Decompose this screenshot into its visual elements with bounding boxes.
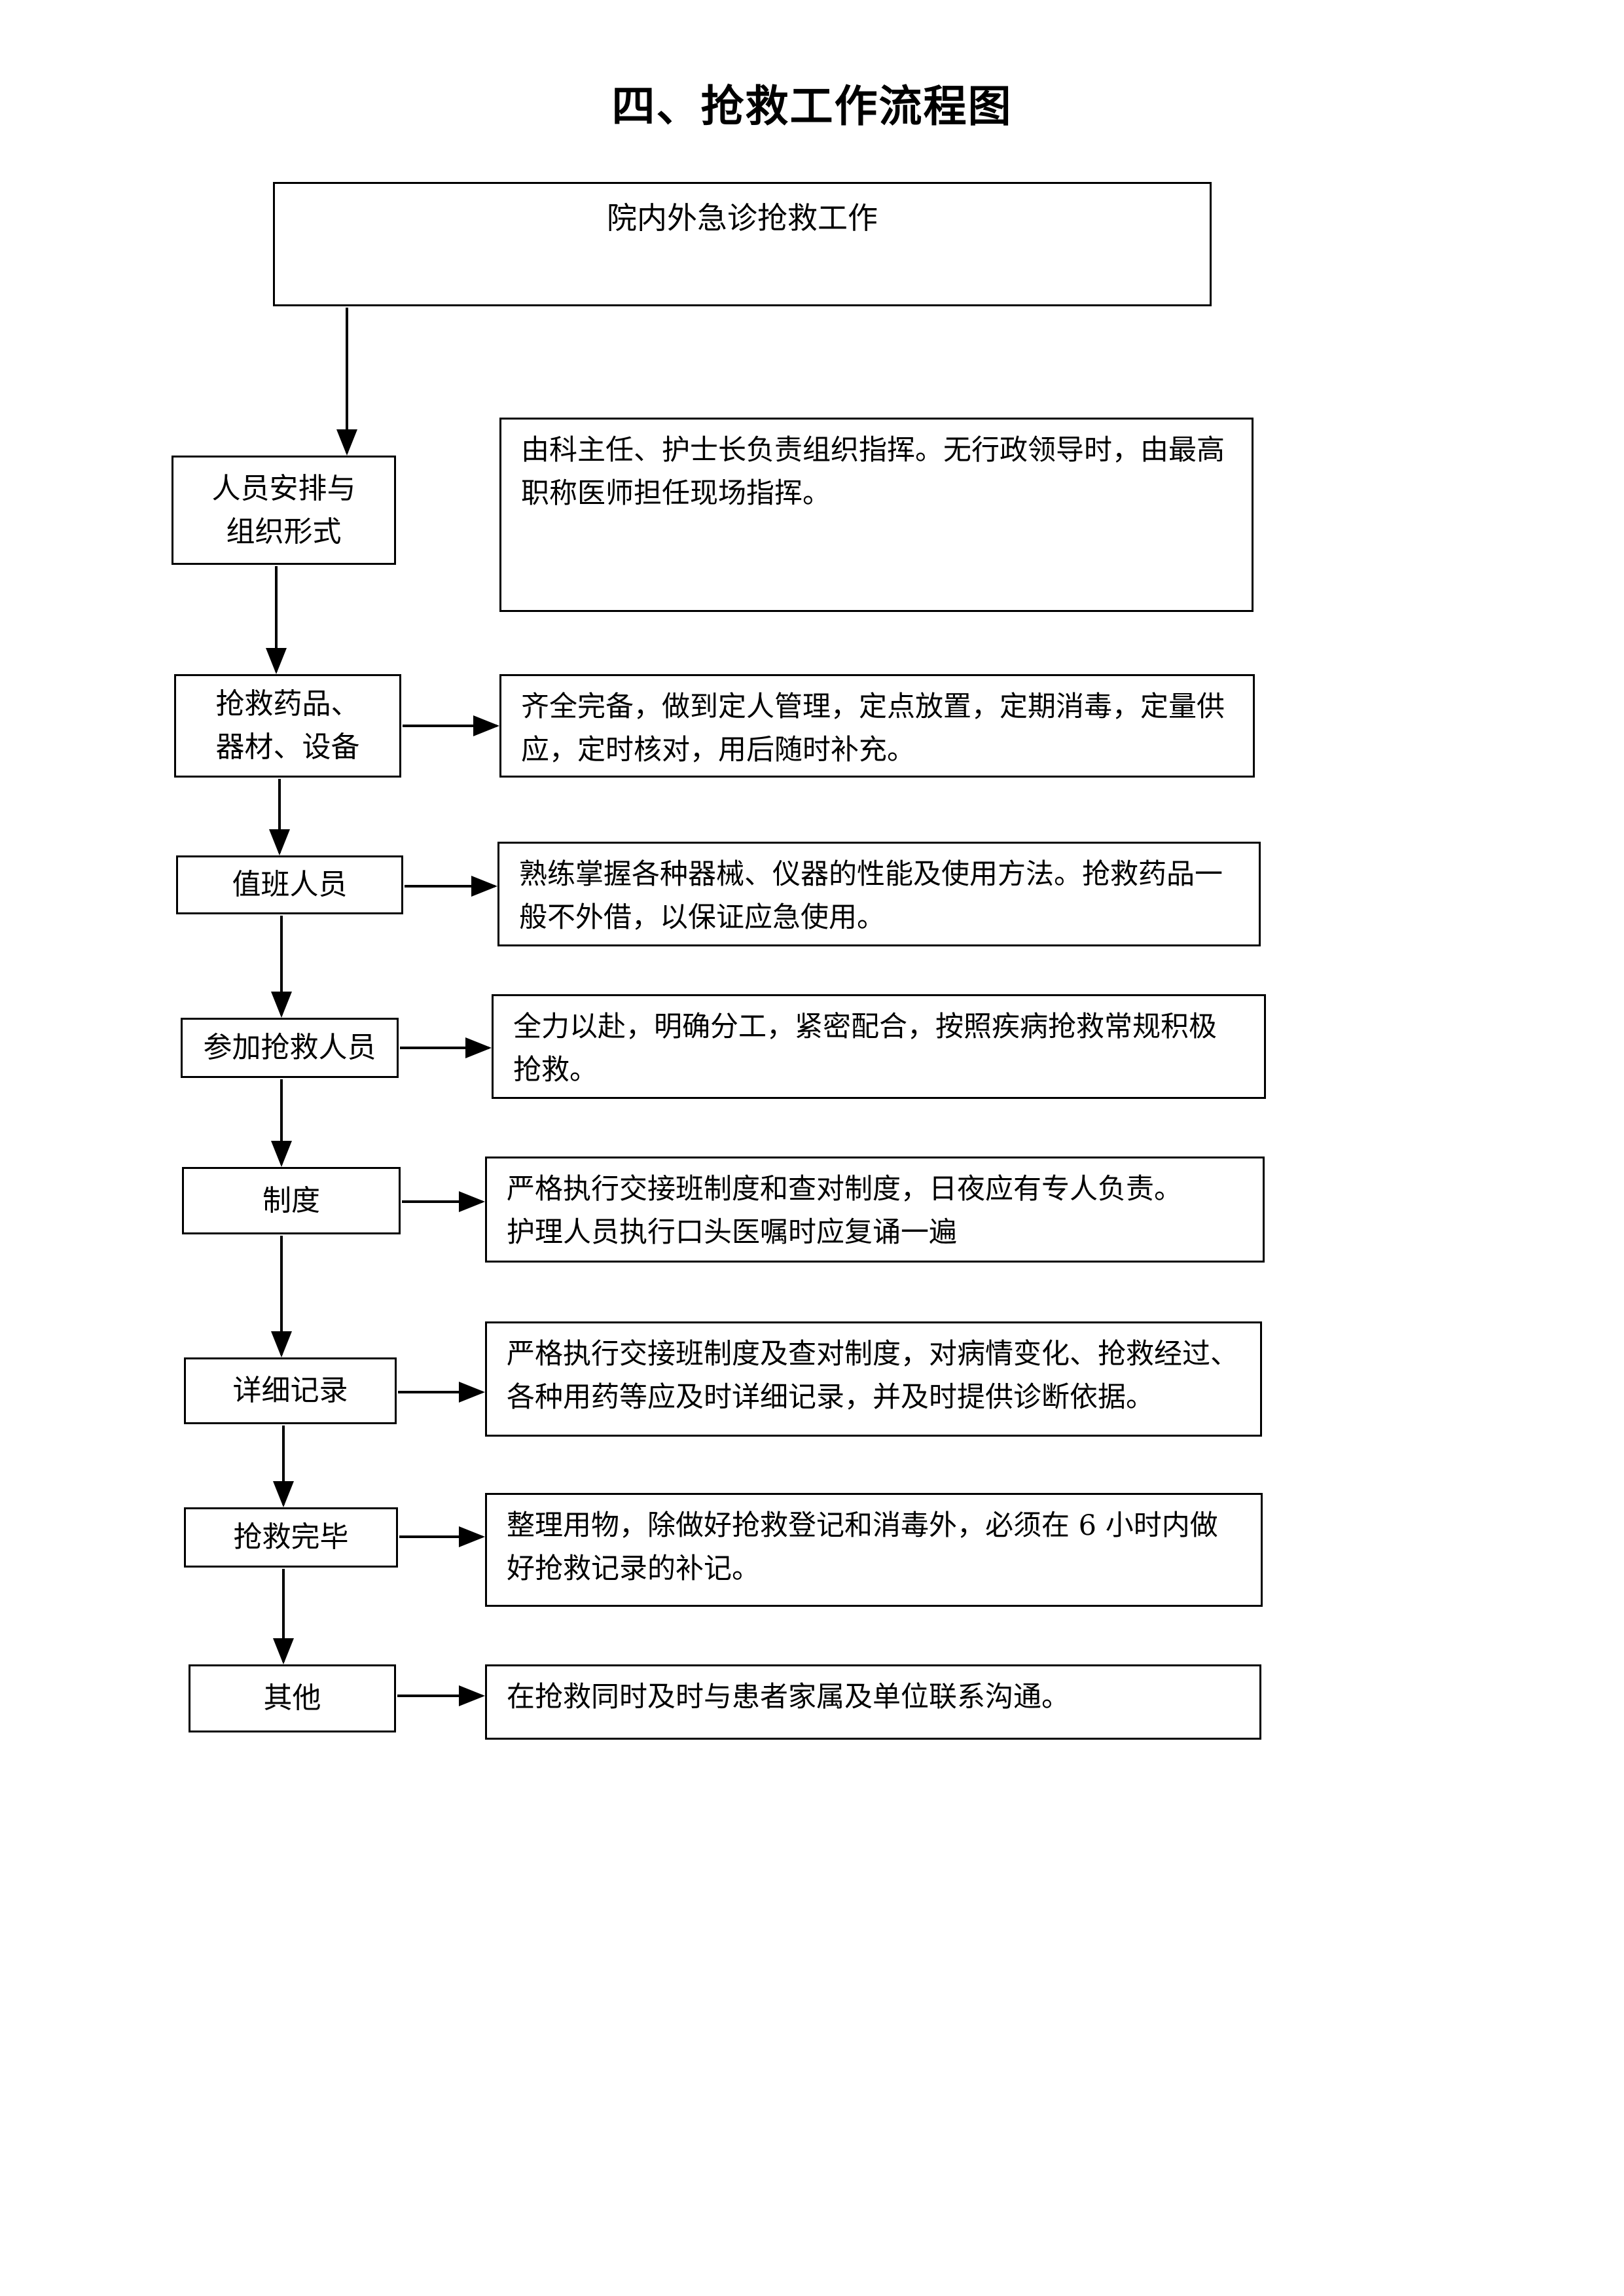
step-desc-line: 由科主任、护士长负责组织指挥。无行政领导时，由最高 bbox=[521, 434, 1225, 467]
step-desc-box: 熟练掌握各种器械、仪器的性能及使用方法。抢救药品一 般不外借，以保证应急使用。 bbox=[497, 842, 1261, 946]
step-label-line: 参加抢救人员 bbox=[203, 1031, 376, 1064]
step-label-box: 抢救药品、器材、设备 bbox=[174, 674, 401, 778]
step-desc-line: 严格执行交接班制度及查对制度，对病情变化、抢救经过、 bbox=[507, 1338, 1238, 1371]
step-label-line: 详细记录 bbox=[232, 1374, 348, 1407]
step-desc-box: 在抢救同时及时与患者家属及单位联系沟通。 bbox=[485, 1664, 1261, 1740]
step-desc-line: 整理用物，除做好抢救登记和消毒外，必须在 6 小时内做 bbox=[507, 1509, 1218, 1542]
top-node-box: 院内外急诊抢救工作 bbox=[273, 182, 1212, 306]
step-desc-line: 全力以赴，明确分工，紧密配合，按照疾病抢救常规积极 bbox=[513, 1011, 1217, 1043]
step-desc-line: 在抢救同时及时与患者家属及单位联系沟通。 bbox=[507, 1681, 1070, 1713]
step-desc-line: 职称医师担任现场指挥。 bbox=[521, 477, 831, 510]
top-node-label: 院内外急诊抢救工作 bbox=[607, 200, 878, 236]
step-label-box: 人员安排与组织形式 bbox=[171, 456, 396, 565]
step-label-box: 参加抢救人员 bbox=[181, 1018, 399, 1078]
step-desc-box: 全力以赴，明确分工，紧密配合，按照疾病抢救常规积极 抢救。 bbox=[492, 994, 1266, 1099]
step-desc-box: 严格执行交接班制度和查对制度，日夜应有专人负责。 护理人员执行口头医嘱时应复诵一… bbox=[485, 1157, 1265, 1263]
step-label-box: 详细记录 bbox=[184, 1357, 397, 1424]
step-label-line: 抢救药品、 bbox=[215, 687, 360, 721]
step-desc-line: 严格执行交接班制度和查对制度，日夜应有专人负责。 bbox=[507, 1173, 1182, 1206]
step-label-line: 抢救完毕 bbox=[233, 1520, 349, 1554]
step-desc-line: 熟练掌握各种器械、仪器的性能及使用方法。抢救药品一 bbox=[519, 858, 1223, 891]
step-desc-line: 齐全完备，做到定人管理，定点放置，定期消毒，定量供 bbox=[521, 691, 1225, 723]
step-label-line: 值班人员 bbox=[232, 868, 348, 901]
step-desc-line: 应，定时核对，用后随时补充。 bbox=[521, 734, 915, 766]
step-label-line: 器材、设备 bbox=[215, 730, 360, 764]
step-label-box: 值班人员 bbox=[176, 855, 403, 914]
step-desc-box: 由科主任、护士长负责组织指挥。无行政领导时，由最高 职称医师担任现场指挥。 bbox=[499, 418, 1254, 612]
step-desc-box: 齐全完备，做到定人管理，定点放置，定期消毒，定量供 应，定时核对，用后随时补充。 bbox=[499, 674, 1255, 778]
step-desc-line: 各种用药等应及时详细记录，并及时提供诊断依据。 bbox=[507, 1381, 1154, 1414]
step-label-line: 其他 bbox=[263, 1681, 321, 1715]
step-label-box: 其他 bbox=[189, 1664, 396, 1732]
step-desc-line: 好抢救记录的补记。 bbox=[507, 1552, 760, 1585]
step-desc-line: 护理人员执行口头医嘱时应复诵一遍 bbox=[507, 1216, 957, 1249]
step-label-line: 组织形式 bbox=[226, 514, 342, 548]
step-label-line: 制度 bbox=[262, 1183, 320, 1217]
step-label-box: 制度 bbox=[182, 1167, 401, 1234]
step-label-box: 抢救完毕 bbox=[184, 1507, 398, 1568]
step-desc-box: 整理用物，除做好抢救登记和消毒外，必须在 6 小时内做 好抢救记录的补记。 bbox=[485, 1493, 1263, 1607]
step-label-line: 人员安排与 bbox=[211, 471, 356, 505]
page-title: 四、抢救工作流程图 bbox=[611, 81, 1013, 132]
step-desc-line: 般不外借，以保证应急使用。 bbox=[519, 901, 885, 934]
step-desc-line: 抢救。 bbox=[513, 1054, 598, 1086]
step-desc-box: 严格执行交接班制度及查对制度，对病情变化、抢救经过、 各种用药等应及时详细记录，… bbox=[485, 1321, 1262, 1437]
